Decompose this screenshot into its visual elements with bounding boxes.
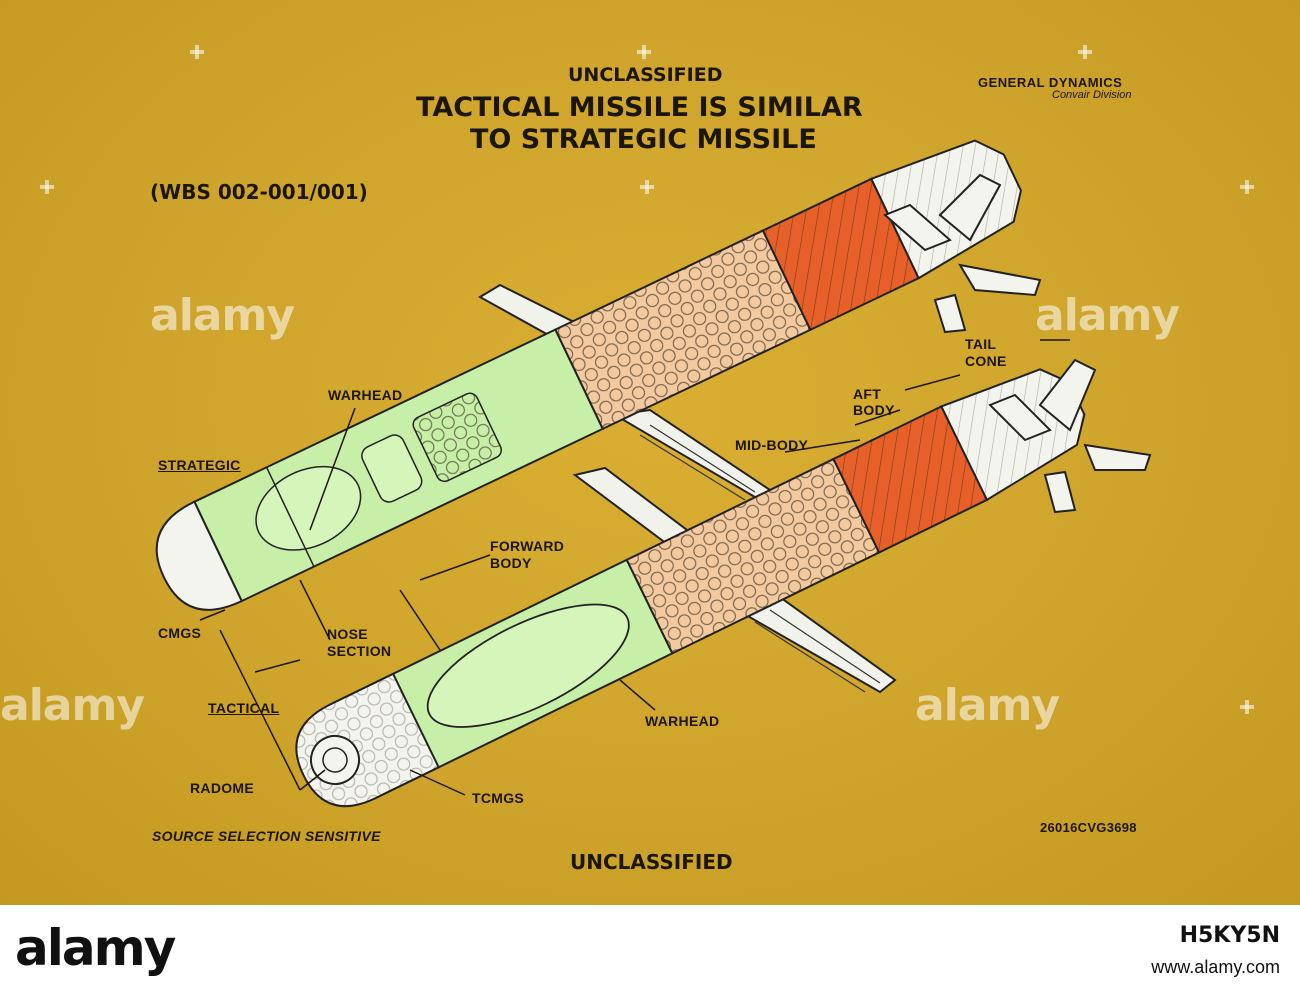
tail-cone-label-2: CONE bbox=[965, 353, 1007, 369]
stock-footer-bar: alamy H5KY5N www.alamy.com bbox=[0, 905, 1300, 992]
aft-body-label-1: AFT bbox=[853, 386, 882, 402]
watermark-plus bbox=[640, 180, 654, 194]
title-line-1: TACTICAL MISSILE IS SIMILAR bbox=[416, 92, 863, 123]
tcmgs-label: TCMGS bbox=[472, 790, 525, 806]
watermark-plus bbox=[40, 180, 54, 194]
watermark-alamy: alamy bbox=[915, 680, 1060, 731]
watermark-plus bbox=[1078, 45, 1092, 59]
forward-body-label-1: FORWARD bbox=[490, 538, 565, 554]
strategic-nose bbox=[155, 500, 244, 611]
strategic-label: STRATEGIC bbox=[158, 457, 241, 473]
forward-body-label-2: BODY bbox=[490, 555, 532, 571]
strategic-missile bbox=[155, 139, 1042, 611]
warhead-label-bottom: WARHEAD bbox=[645, 713, 720, 729]
cmgs-label: CMGS bbox=[158, 625, 202, 641]
aft-body-label-2: BODY bbox=[853, 402, 895, 418]
tactical-label: TACTICAL bbox=[208, 700, 280, 716]
alamy-logo: alamy bbox=[15, 919, 176, 977]
leader-lines bbox=[199, 339, 1070, 796]
mid-body-label: MID-BODY bbox=[735, 437, 809, 453]
division-name: Convair Division bbox=[1052, 89, 1132, 101]
site-url: www.alamy.com bbox=[1151, 957, 1280, 977]
watermark-plus bbox=[1240, 700, 1254, 714]
title-line-2: TO STRATEGIC MISSILE bbox=[470, 124, 817, 155]
watermark-alamy: alamy bbox=[150, 290, 295, 341]
watermark-alamy: alamy bbox=[1035, 290, 1180, 341]
tail-cone-label-1: TAIL bbox=[965, 336, 997, 352]
warhead-label-top: WARHEAD bbox=[328, 387, 403, 403]
nose-section-label-1: NOSE bbox=[327, 626, 368, 642]
classification-top: UNCLASSIFIED bbox=[568, 64, 723, 86]
nose-section-label-2: SECTION bbox=[327, 643, 392, 659]
wbs-code: (WBS 002-001/001) bbox=[150, 180, 368, 204]
classification-bottom: UNCLASSIFIED bbox=[570, 850, 733, 874]
watermark-plus bbox=[1240, 180, 1254, 194]
radome-label: RADOME bbox=[190, 780, 255, 796]
watermark-plus bbox=[637, 45, 651, 59]
document-number: 26016CVG3698 bbox=[1040, 820, 1137, 835]
image-id: H5KY5N bbox=[1179, 923, 1280, 948]
watermark-plus bbox=[190, 45, 204, 59]
missile-diagram bbox=[155, 139, 1152, 808]
slide-panel: UNCLASSIFIED TACTICAL MISSILE IS SIMILAR… bbox=[0, 0, 1300, 905]
sensitivity-note: SOURCE SELECTION SENSITIVE bbox=[152, 828, 381, 844]
watermark-alamy: alamy bbox=[0, 680, 145, 731]
company-name: GENERAL DYNAMICS bbox=[978, 75, 1123, 90]
tactical-missile bbox=[295, 358, 1152, 808]
